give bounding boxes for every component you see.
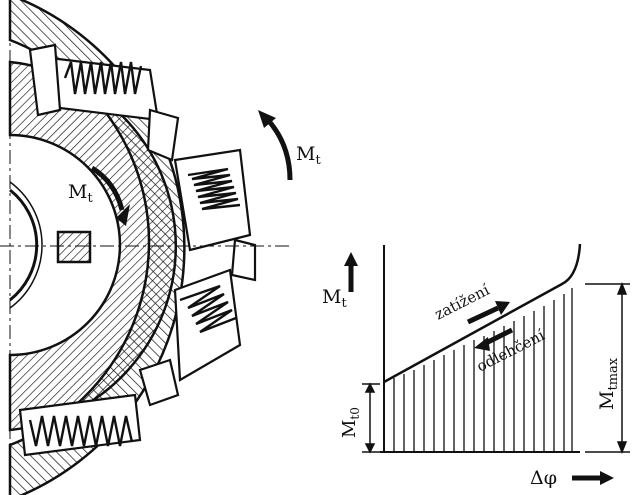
graph-y-label: M (322, 286, 341, 308)
torque-ring-sub: t (315, 153, 321, 168)
key (56, 230, 92, 264)
torque-graph: Mt zatížení odlehčení (322, 243, 630, 489)
svg-text:Mtmax: Mtmax (596, 357, 621, 410)
bore (9, 188, 39, 302)
svg-text:Mt: Mt (322, 286, 347, 311)
spring-2 (187, 167, 241, 211)
spring-1 (63, 61, 143, 95)
torque-hub-label: M (68, 181, 87, 203)
spring-4 (28, 415, 134, 447)
svg-text:Mt: Mt (68, 181, 93, 206)
coupling-section: Mt Mt (0, 0, 321, 495)
hatch-area (393, 288, 573, 452)
unloading-arrow (474, 327, 514, 351)
svg-text:Mt0: Mt0 (339, 407, 362, 438)
drivers (28, 43, 257, 407)
mtmax-dimension (585, 281, 630, 455)
mt0-dimension (362, 382, 380, 454)
torque-hub-sub: t (87, 191, 93, 206)
graph-y-sub: t (341, 296, 347, 311)
springs (28, 61, 241, 447)
torque-arrow-ring (258, 110, 293, 181)
centerlines (0, 0, 290, 495)
x-axis-arrow (572, 471, 614, 485)
mt0-label: M (339, 420, 360, 438)
svg-text:Mt: Mt (296, 143, 321, 168)
spring-3 (179, 284, 237, 334)
characteristic-line (383, 243, 582, 384)
loading-arrow (466, 301, 510, 325)
mt0-sub: t0 (348, 407, 362, 419)
graph-x-label: Δφ (530, 467, 557, 489)
torque-arrow-hub (90, 165, 130, 226)
y-axis-arrow (344, 252, 358, 292)
mtmax-sub: tmax (606, 357, 621, 390)
mtmax-label: M (596, 391, 618, 410)
torque-ring-label: M (296, 143, 315, 165)
